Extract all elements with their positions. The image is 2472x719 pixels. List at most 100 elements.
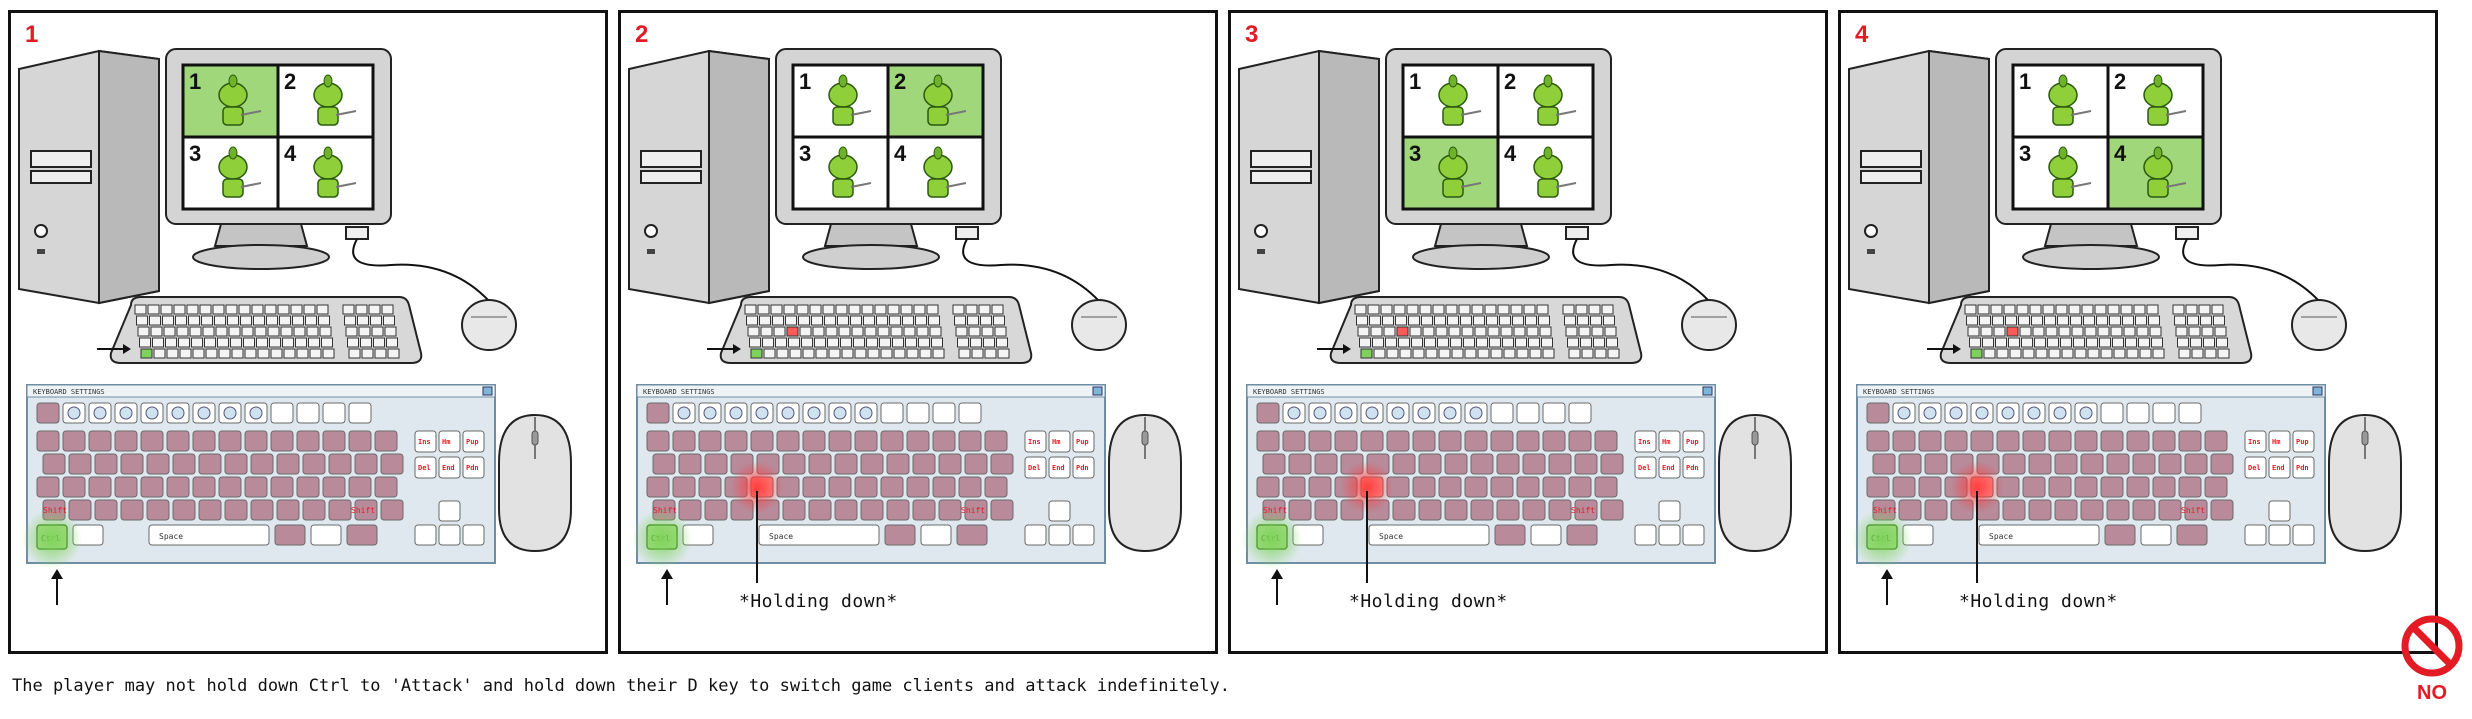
desk-numpad-key — [958, 348, 971, 359]
desk-key — [837, 315, 849, 326]
desk-key — [809, 304, 822, 315]
function-key — [2126, 402, 2150, 424]
desk-key — [2006, 326, 2019, 337]
close-icon — [2312, 386, 2323, 396]
desk-key — [202, 326, 215, 337]
arrow-up-key — [2268, 500, 2291, 522]
desk-mouse — [1071, 299, 1127, 351]
desk-key — [827, 337, 839, 348]
keymap-key — [62, 430, 86, 452]
desk-key — [759, 315, 771, 326]
keymap-key — [114, 430, 138, 452]
desk-key — [2109, 315, 2121, 326]
keymap-key — [1898, 453, 1922, 475]
desk-key — [902, 315, 914, 326]
desk-numpad-key — [983, 337, 995, 348]
character-body — [317, 178, 339, 198]
desk-numpad-key — [2178, 348, 2191, 359]
desk-key — [1463, 337, 1475, 348]
skill-icon — [2079, 406, 2093, 420]
panel-number: 2 — [635, 21, 649, 48]
desk-key — [2094, 304, 2107, 315]
disk-drive — [30, 170, 92, 184]
desk-key — [1419, 304, 1432, 315]
keymap-key — [2048, 430, 2072, 452]
desk-key — [850, 315, 862, 326]
desk-numpad-key — [2188, 326, 2201, 337]
desk-key — [2008, 337, 2020, 348]
desk-numpad-key — [342, 304, 355, 315]
keymap-key — [1314, 499, 1338, 521]
desk-key — [295, 337, 307, 348]
keymap-key — [860, 499, 884, 521]
desk-key — [227, 315, 239, 326]
desk-key — [267, 326, 280, 337]
desk-numpad-key — [2214, 326, 2227, 337]
power-led — [1257, 249, 1265, 254]
keymap-key — [2106, 453, 2130, 475]
desk-key — [824, 315, 836, 326]
space-key — [1978, 524, 2100, 546]
desk-numpad-key — [383, 315, 395, 326]
desk-key — [1370, 326, 1383, 337]
desk-numpad-key — [993, 315, 1005, 326]
desk-key — [1979, 315, 1991, 326]
desk-key — [282, 337, 294, 348]
d-key-glow — [1341, 461, 1393, 513]
arrow-key — [1634, 524, 1657, 546]
arrow-key — [2292, 524, 2315, 546]
cell-number: 4 — [2114, 141, 2127, 166]
desk-key — [841, 348, 854, 359]
nav-key-label: Ins — [1638, 438, 1651, 446]
desk-key — [225, 304, 238, 315]
keymap-key — [2022, 476, 2046, 498]
desk-key — [1451, 348, 1464, 359]
keymap-key — [964, 453, 988, 475]
desk-key — [290, 304, 303, 315]
keymap-key — [2204, 430, 2228, 452]
keymap-key — [1924, 499, 1948, 521]
keymap-key — [1490, 430, 1514, 452]
skill-icon — [1923, 406, 1937, 420]
keymap-key — [1892, 430, 1916, 452]
desk-numpad-key — [2172, 304, 2185, 315]
cell-number: 2 — [284, 69, 296, 94]
ctrl-up-arrowhead — [1271, 569, 1283, 579]
desk-key — [892, 337, 904, 348]
keymap-key — [1470, 453, 1494, 475]
keymap-key — [380, 453, 404, 475]
character-sprout — [1543, 74, 1553, 88]
desk-key — [2152, 348, 2165, 359]
desk-key — [1523, 304, 1536, 315]
keymap-key — [672, 476, 696, 498]
desk-key — [789, 348, 802, 359]
keymap-key — [782, 499, 806, 521]
keymap-key — [2158, 499, 2182, 521]
keymap-key — [120, 453, 144, 475]
desk-key — [2042, 304, 2055, 315]
ctrl-glow — [1852, 509, 1912, 569]
desk-key — [866, 337, 878, 348]
desk-key — [1541, 337, 1553, 348]
keymap-key — [854, 430, 878, 452]
nav-key-label: Del — [2248, 464, 2261, 472]
keymap-key — [2126, 430, 2150, 452]
keymap-key — [88, 430, 112, 452]
function-key — [2152, 402, 2176, 424]
desk-key — [1399, 348, 1412, 359]
desk-key — [889, 315, 901, 326]
desk-key — [305, 315, 317, 326]
character-sprout — [2153, 74, 2163, 88]
desk-key — [1369, 315, 1381, 326]
desk-numpad-key — [355, 304, 368, 315]
power-button — [1254, 224, 1268, 238]
desk-key — [746, 315, 758, 326]
keymap-key — [1282, 476, 1306, 498]
desk-key — [1529, 348, 1542, 359]
ctrl-pointer-arrowhead — [123, 344, 131, 354]
skill-icon — [197, 406, 211, 420]
arrow-key — [2268, 524, 2291, 546]
